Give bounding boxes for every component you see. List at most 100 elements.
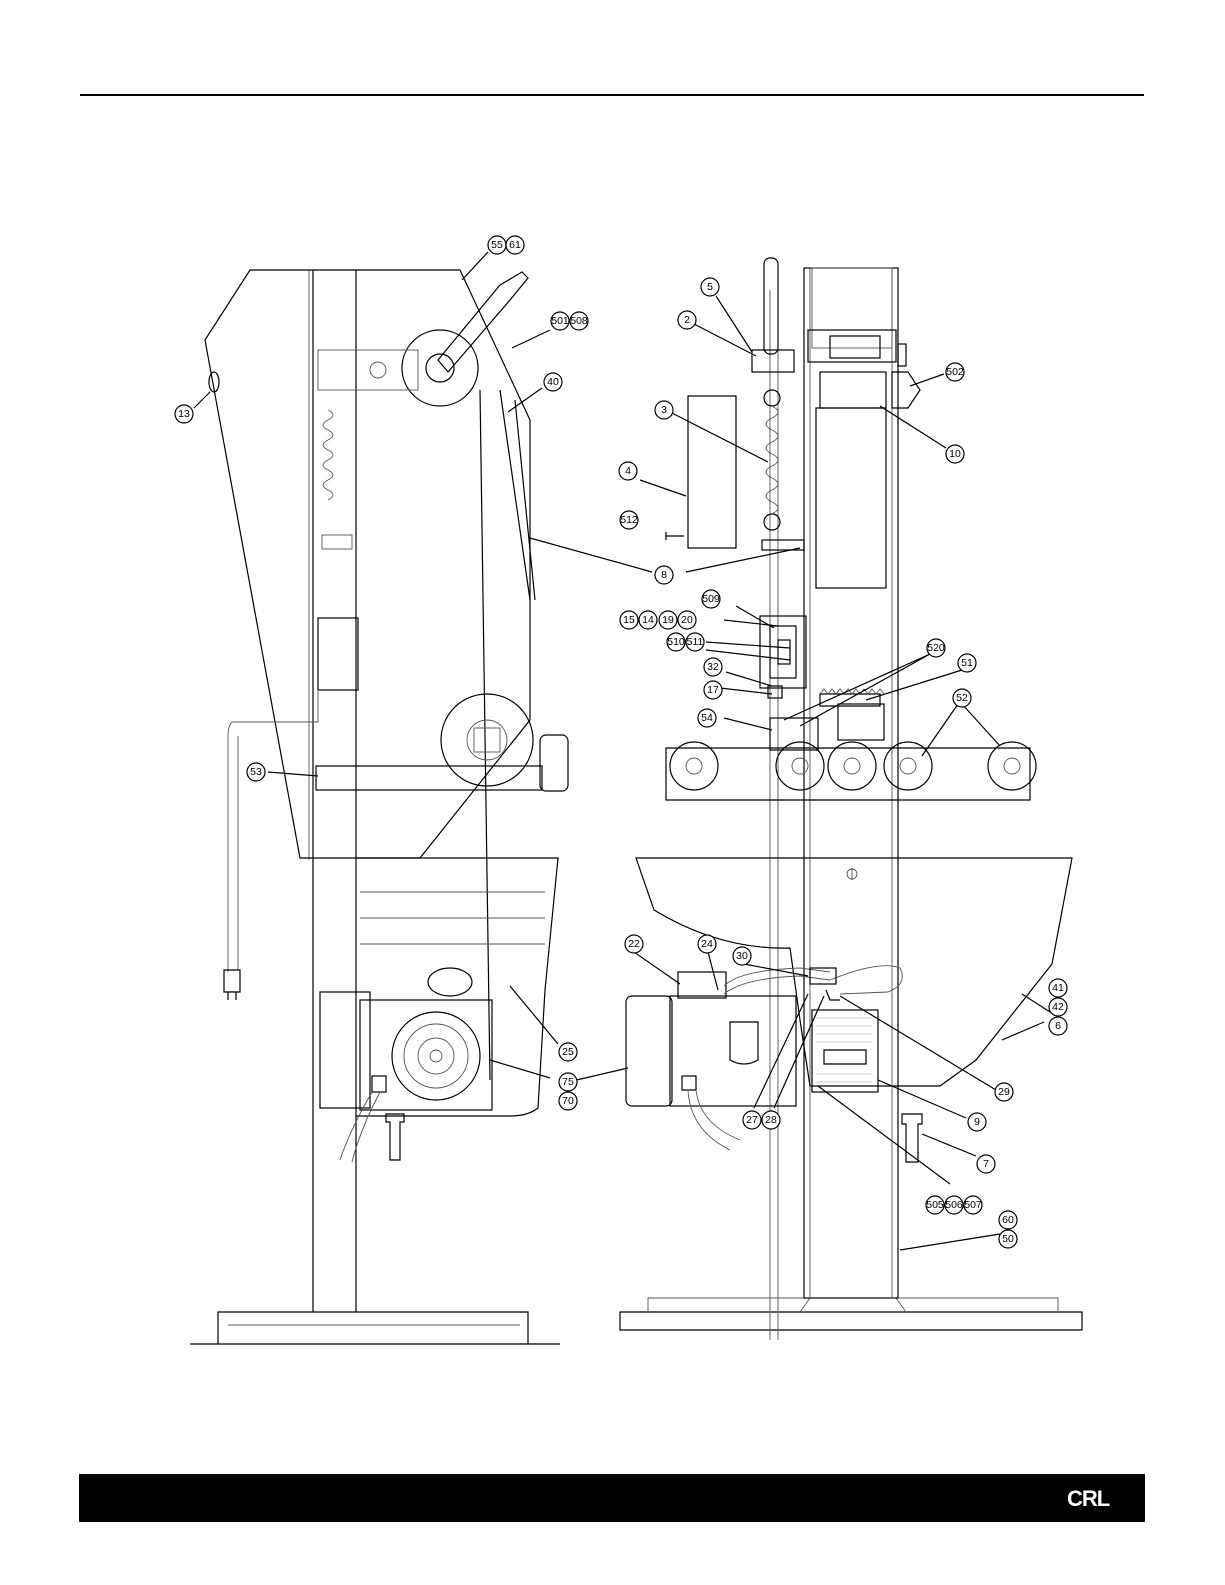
callout-55: 55 — [488, 236, 506, 254]
callout-50: 50 — [999, 1230, 1017, 1248]
svg-text:27: 27 — [746, 1114, 758, 1126]
callout-501: 501 — [551, 312, 569, 330]
callout-28: 28 — [762, 1111, 780, 1129]
left-base-plate — [190, 1312, 560, 1344]
svg-text:25: 25 — [562, 1046, 574, 1058]
callout-42: 42 — [1049, 998, 1067, 1016]
rollers — [670, 742, 1036, 790]
callout-502: 502 — [946, 363, 964, 381]
svg-text:29: 29 — [998, 1086, 1010, 1098]
right-base-plate — [620, 1312, 1082, 1330]
callout-6: 6 — [1049, 1017, 1067, 1035]
svg-text:53: 53 — [250, 766, 262, 778]
callout-75: 75 — [559, 1073, 577, 1091]
callout-509: 509 — [702, 590, 720, 608]
svg-text:17: 17 — [707, 684, 719, 696]
foot-bolt — [386, 1114, 404, 1160]
motor-fan-guard — [392, 1012, 480, 1100]
svg-text:54: 54 — [701, 712, 713, 724]
svg-text:20: 20 — [681, 614, 693, 626]
svg-text:505: 505 — [926, 1199, 944, 1211]
callout-51: 51 — [958, 654, 976, 672]
svg-text:502: 502 — [946, 366, 964, 378]
callout-508: 508 — [570, 312, 588, 330]
svg-text:40: 40 — [547, 376, 559, 388]
upper-wheel — [402, 330, 478, 406]
callout-15: 15 — [620, 611, 638, 629]
svg-text:3: 3 — [661, 404, 667, 416]
svg-text:50: 50 — [1002, 1233, 1014, 1245]
svg-text:13: 13 — [178, 408, 190, 420]
callout-24: 24 — [698, 935, 716, 953]
callout-20: 20 — [678, 611, 696, 629]
knob-502 — [892, 372, 920, 408]
roller-bar — [316, 766, 542, 790]
callout-27: 27 — [743, 1111, 761, 1129]
brand-logo: CRL — [1067, 1483, 1127, 1515]
valve — [810, 968, 836, 984]
tension-handle — [764, 258, 778, 354]
svg-text:14: 14 — [642, 614, 654, 626]
right-view — [620, 258, 1082, 1340]
svg-text:70: 70 — [562, 1095, 574, 1107]
callout-2: 2 — [678, 311, 696, 329]
callout-4: 4 — [619, 462, 637, 480]
switch-box — [760, 616, 806, 688]
svg-text:28: 28 — [765, 1114, 777, 1126]
callout-30: 30 — [733, 947, 751, 965]
callout-13: 13 — [175, 405, 193, 423]
svg-text:8: 8 — [661, 569, 667, 581]
logo-text: CRL — [1067, 1486, 1109, 1512]
callout-9: 9 — [968, 1113, 986, 1131]
svg-text:30: 30 — [736, 950, 748, 962]
svg-text:501: 501 — [551, 315, 569, 327]
left-motor-body — [320, 992, 370, 1108]
svg-text:51: 51 — [961, 657, 973, 669]
callout-10: 10 — [946, 445, 964, 463]
svg-text:61: 61 — [509, 239, 521, 251]
svg-text:19: 19 — [662, 614, 674, 626]
svg-text:15: 15 — [623, 614, 635, 626]
right-column — [804, 268, 898, 1298]
callout-8: 8 — [655, 566, 673, 584]
svg-text:511: 511 — [687, 636, 704, 648]
roller-rail — [666, 748, 1030, 800]
callout-52: 52 — [953, 689, 971, 707]
svg-text:32: 32 — [707, 661, 719, 673]
callout-61: 61 — [506, 236, 524, 254]
svg-text:507: 507 — [964, 1199, 982, 1211]
tension-spring — [766, 406, 778, 514]
svg-text:4: 4 — [625, 465, 631, 477]
left-view — [190, 252, 652, 1344]
svg-text:24: 24 — [701, 938, 713, 950]
label-plate — [688, 396, 736, 548]
callout-19: 19 — [659, 611, 677, 629]
callout-3: 3 — [655, 401, 673, 419]
callout-7: 7 — [977, 1155, 995, 1173]
svg-text:510: 510 — [667, 636, 685, 648]
svg-text:509: 509 — [702, 593, 720, 605]
callout-512: 512 — [620, 511, 638, 529]
svg-text:42: 42 — [1052, 1001, 1064, 1013]
svg-text:7: 7 — [983, 1158, 989, 1170]
svg-text:6: 6 — [1055, 1020, 1061, 1032]
motor-endcap — [626, 996, 672, 1106]
lower-wheel — [441, 694, 533, 786]
svg-text:10: 10 — [949, 448, 961, 460]
callout-14: 14 — [639, 611, 657, 629]
callout-510: 510 — [667, 633, 685, 651]
callout-70: 70 — [559, 1092, 577, 1110]
callout-29: 29 — [995, 1083, 1013, 1101]
svg-text:512: 512 — [620, 514, 638, 526]
svg-text:55: 55 — [491, 239, 503, 251]
callout-22: 22 — [625, 935, 643, 953]
handle — [438, 272, 528, 372]
callout-506: 506 — [945, 1196, 963, 1214]
svg-text:2: 2 — [684, 314, 690, 326]
callout-60: 60 — [999, 1211, 1017, 1229]
svg-text:520: 520 — [927, 642, 945, 654]
svg-text:508: 508 — [570, 315, 588, 327]
callout-511: 511 — [686, 633, 704, 651]
callout-5: 5 — [701, 278, 719, 296]
